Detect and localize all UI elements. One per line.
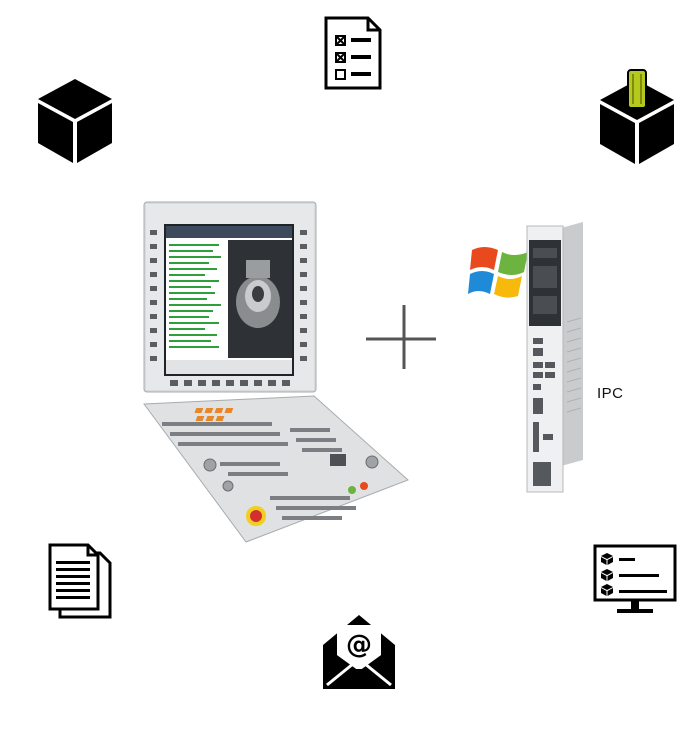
ipc-device (525, 222, 585, 494)
email-icon: @ (321, 611, 397, 691)
svg-text:@: @ (346, 630, 372, 660)
cube-with-tool-icon (598, 68, 676, 166)
documents-icon (48, 543, 112, 619)
checklist-icon (322, 16, 384, 90)
cnc-control-panel (140, 200, 410, 545)
monitor-list-icon (593, 544, 677, 616)
plus-icon (366, 303, 438, 373)
ipc-label: IPC (597, 385, 624, 402)
windows-logo-icon (468, 244, 532, 300)
cube-icon (36, 77, 114, 165)
